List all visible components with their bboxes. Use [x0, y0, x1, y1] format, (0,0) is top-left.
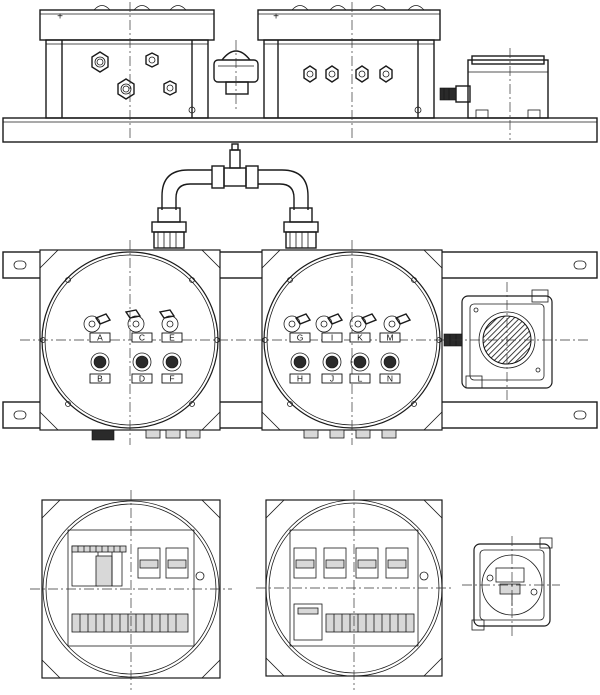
junction-box-side	[439, 55, 549, 119]
selector-switch	[349, 313, 378, 333]
junction-box-front	[443, 289, 553, 389]
tag-plate	[321, 373, 343, 384]
lamp-label: J	[330, 374, 334, 384]
selector-switch	[315, 313, 344, 333]
switch-label: A	[97, 333, 103, 343]
left-box-internal	[30, 490, 232, 690]
bottom-glands	[91, 429, 397, 441]
relay	[165, 547, 189, 579]
relay	[323, 547, 347, 579]
tag-plate	[131, 332, 153, 343]
top-elevation-view: +	[2, 2, 598, 143]
lamp-label: B	[97, 374, 103, 384]
right-box-internal	[256, 490, 452, 690]
tag-plate	[321, 332, 343, 343]
tag-plate	[379, 373, 401, 384]
relay	[293, 547, 317, 579]
tag-plate	[289, 332, 311, 343]
indicator-lamp	[383, 355, 397, 369]
right-lamp-row: H J L N	[289, 352, 401, 384]
tag-plate	[161, 373, 183, 384]
relay	[355, 547, 379, 579]
terminal-strip-top	[71, 545, 127, 553]
lamp-label: H	[297, 374, 303, 384]
switch-label: G	[297, 333, 304, 343]
switch-label: M	[386, 333, 393, 343]
right-switch-row: G I K M	[283, 313, 412, 343]
cable-gland	[91, 51, 109, 73]
tag-plate	[131, 373, 153, 384]
relay	[385, 547, 409, 579]
lamp-label: D	[139, 374, 145, 384]
switch-label: K	[357, 333, 363, 343]
svg-text:+: +	[57, 12, 63, 23]
relay	[137, 547, 161, 579]
tag-plate	[289, 373, 311, 384]
selector-switch	[383, 313, 412, 333]
indicator-lamp	[165, 355, 179, 369]
indicator-lamp	[93, 355, 107, 369]
tag-plate	[161, 332, 183, 343]
tag-plate	[379, 332, 401, 343]
lamp-label: L	[358, 374, 363, 384]
tag-plate	[349, 332, 371, 343]
front-elevation-view: A C E B D F	[2, 240, 598, 445]
lamp-label: N	[387, 374, 393, 384]
lamp-label: F	[169, 374, 174, 384]
selector-switch	[124, 309, 145, 333]
terminal-strip-bottom	[325, 613, 415, 633]
transformer	[293, 603, 323, 641]
indicator-lamp	[293, 355, 307, 369]
left-enclosure-side: +	[39, 5, 215, 119]
tag-plate	[89, 373, 111, 384]
indicator-lamp	[353, 355, 367, 369]
indicator-lamp	[135, 355, 149, 369]
junction-box-internal	[462, 536, 560, 636]
selector-switch	[283, 313, 312, 333]
terminal-strip-bottom	[71, 613, 189, 633]
switch-label: C	[139, 333, 145, 343]
tag-plate	[349, 373, 371, 384]
svg-text:+: +	[273, 12, 279, 23]
tag-plate	[89, 332, 111, 343]
internal-layout-view	[30, 490, 560, 690]
selector-switch	[158, 309, 179, 333]
right-enclosure-side: +	[257, 5, 441, 119]
indicator-lamp	[325, 355, 339, 369]
switch-label: E	[169, 333, 175, 343]
left-lamp-row: B D F	[89, 352, 183, 384]
selector-switch	[83, 313, 112, 333]
conduit-pipe	[151, 143, 319, 249]
left-switch-row: A C E	[83, 309, 183, 343]
switch-label: I	[331, 333, 333, 343]
